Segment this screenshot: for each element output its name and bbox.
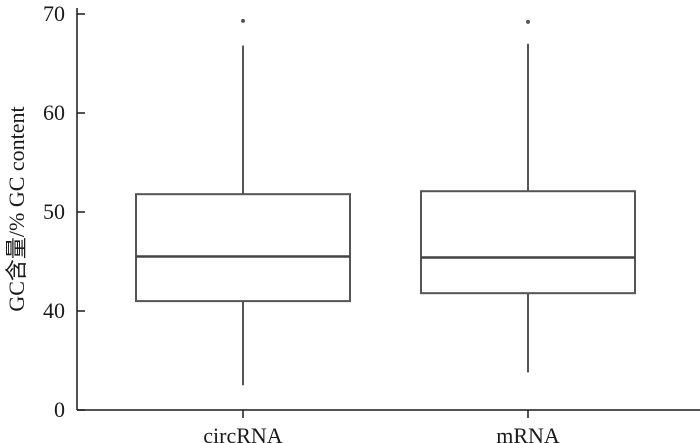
boxes — [135, 18, 636, 386]
y-tick-label: 50 — [43, 199, 65, 224]
iqr-box — [135, 193, 351, 303]
y-tick-label: 60 — [43, 100, 65, 125]
x-tick-label: mRNA — [496, 423, 560, 443]
x-tick-label: circRNA — [203, 423, 283, 443]
box-circRNA — [135, 18, 351, 386]
y-tick-label: 70 — [43, 1, 65, 26]
y-axis-label: GC含量/% GC content — [4, 106, 29, 311]
y-tick-label: 40 — [43, 298, 65, 323]
outlier-point — [241, 18, 245, 23]
y-axis: 70 60 50 40 0 — [43, 1, 85, 422]
y-tick-label: 0 — [54, 397, 65, 422]
x-axis: circRNA mRNA — [77, 409, 700, 443]
iqr-box — [420, 190, 636, 295]
outlier-point — [526, 19, 530, 24]
box-mRNA — [420, 19, 636, 373]
